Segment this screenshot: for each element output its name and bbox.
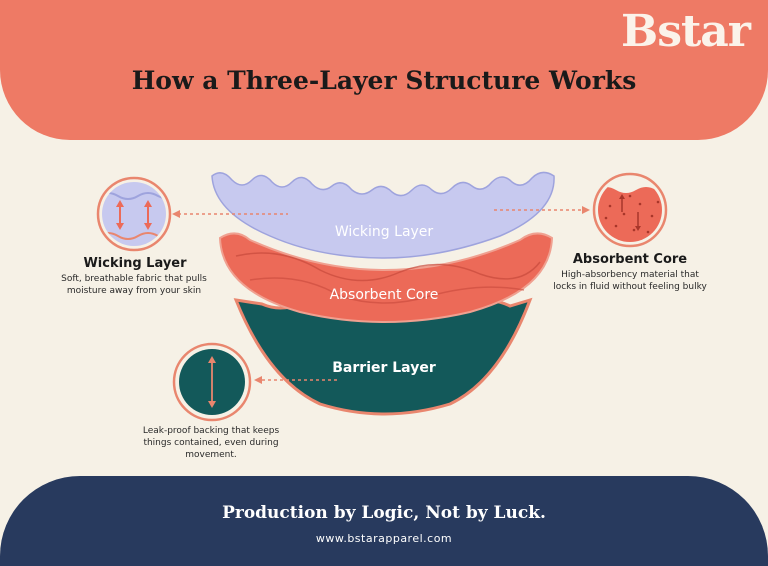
footer-tagline: Production by Logic, Not by Luck. [222,503,546,523]
header-banner: Bstar How a Three-Layer Structure Works [0,0,768,140]
absorbent-core-shape [218,232,554,323]
brand-logo: Bstar [621,6,751,57]
absorbent-core-description: High-absorbency material that locks in f… [553,270,707,293]
page-title: How a Three-Layer Structure Works [131,66,637,95]
barrier-layer-description: Leak-proof backing that keeps things con… [142,426,280,461]
barrier-layer-label: Barrier Layer [332,360,436,376]
wicking-icon [96,176,172,252]
barrier-icon [172,342,252,422]
wicking-layer-shape [211,171,555,259]
wicking-connector [172,210,288,218]
footer-banner: Production by Logic, Not by Luck. www.bs… [0,476,768,566]
absorbent-core-label: Absorbent Core [329,287,439,303]
absorbent-icon [592,172,668,248]
absorbent-connector [494,206,590,214]
wicking-layer-description: Soft, breathable fabric that pulls moist… [61,274,207,297]
absorbent-core-title: Absorbent Core [572,252,688,267]
barrier-connector [254,376,338,384]
wicking-layer-title: Wicking Layer [83,256,187,271]
wicking-layer-label: Wicking Layer [334,224,434,240]
website-link[interactable]: www.bstarapparel.com [315,532,453,545]
